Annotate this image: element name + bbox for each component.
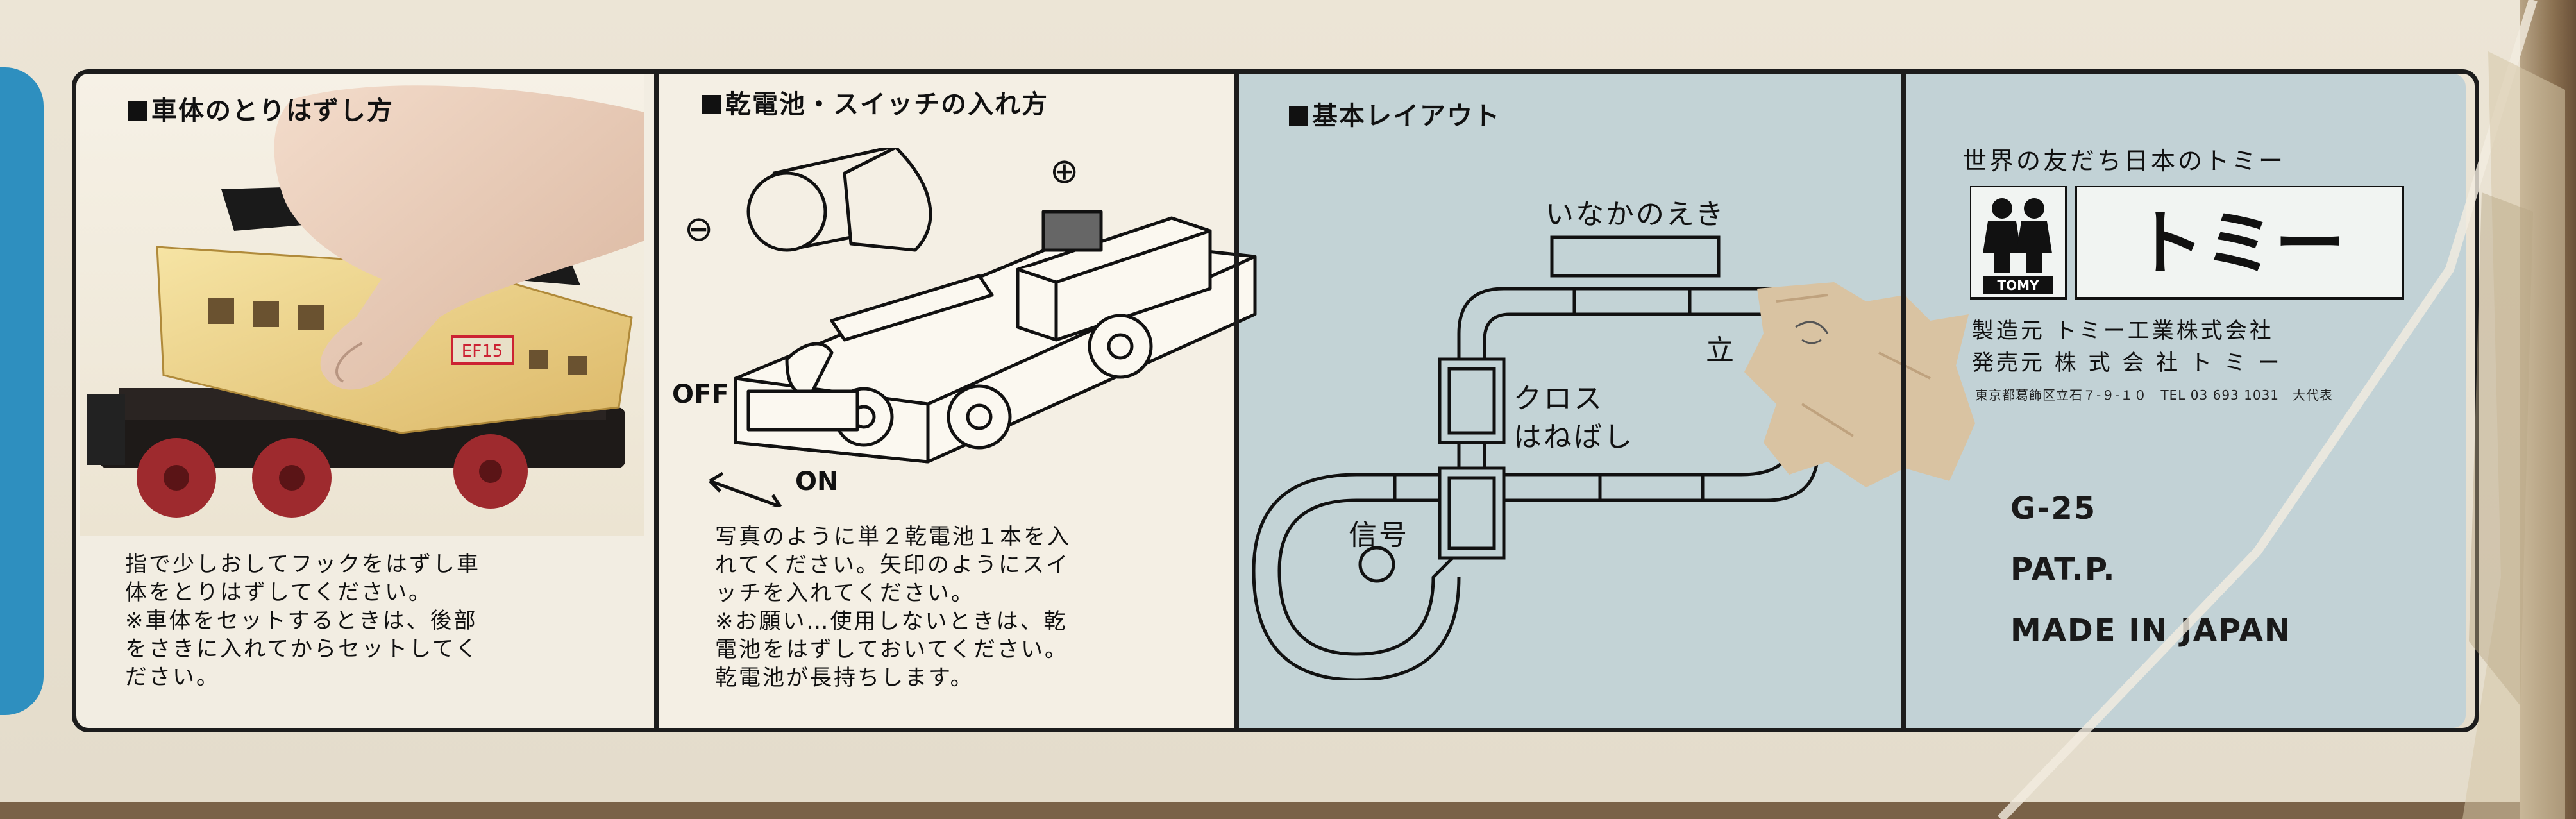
caption-battery-switch: 写真のように単２乾電池１本を入れてください。矢印のようにスイッチを入れてください… (715, 523, 1071, 692)
heading-bullet-square (128, 101, 147, 121)
battery-install-illustration: ⊖ ⊕ (684, 148, 1257, 507)
heading-battery-switch-text: 乾電池・スイッチの入れ方 (725, 90, 1048, 119)
minus-terminal-icon: ⊖ (684, 208, 713, 249)
caption-line: ※車体をセットするときは、後部 (125, 608, 478, 634)
heading-body-removal-text: 車体のとりはずし方 (151, 96, 394, 126)
heading-basic-layout: 基本レイアウト (1289, 95, 1501, 132)
caption-line: れてください。矢印のようにスイ (715, 552, 1070, 578)
station-label: いなかのえき (1545, 198, 1726, 231)
caption-line: をさきに入れてからセットしてく (125, 636, 479, 662)
signal-label: 信号 (1349, 519, 1409, 552)
partial-label: 立 (1706, 334, 1736, 367)
caption-line: 写真のように単２乾電池１本を入 (715, 524, 1071, 550)
caption-line: ッチを入れてください。 (715, 580, 975, 606)
switch-off-label: OFF (672, 380, 729, 409)
panel-divider (1901, 69, 1906, 732)
heading-body-removal: 車体のとりはずし方 (128, 90, 394, 127)
heading-bullet-square (1289, 106, 1308, 126)
caption-line: 体をとりはずしてください。 (125, 580, 432, 605)
heading-basic-layout-text: 基本レイアウト (1312, 101, 1501, 131)
box-bottom-edge (0, 802, 2520, 819)
instruction-frame (72, 69, 2479, 732)
plus-terminal-icon: ⊕ (1050, 151, 1079, 191)
caption-line: 乾電池が長持ちします。 (715, 665, 974, 691)
locomotive-photo: EF15 (80, 74, 644, 536)
heading-battery-switch: 乾電池・スイッチの入れ方 (702, 83, 1048, 121)
caption-line: 指で少しおしてフックをはずし車 (125, 552, 480, 577)
blue-side-tab (0, 67, 44, 715)
panel-divider (654, 69, 659, 732)
caption-line: 電池をはずしておいてください。 (715, 637, 1068, 663)
loco-number-plate: EF15 (462, 342, 503, 361)
torn-label-patch (1744, 282, 1975, 487)
box-right-edge (2520, 0, 2576, 819)
caption-line: ださい。 (125, 664, 220, 690)
panel-divider (1234, 69, 1239, 732)
caption-body-removal: 指で少しおしてフックをはずし車体をとりはずしてください。 ※車体をセットするときは… (125, 550, 480, 691)
crossing-label: クロス (1513, 382, 1604, 415)
bascule-bridge-label: はねばし (1513, 421, 1634, 453)
heading-bullet-square (702, 95, 721, 114)
caption-line: ※お願い…使用しないときは、乾 (715, 609, 1068, 634)
signal-icon (1358, 546, 1395, 583)
switch-direction-arrow-icon (709, 479, 781, 507)
switch-on-label: ON (795, 467, 839, 496)
